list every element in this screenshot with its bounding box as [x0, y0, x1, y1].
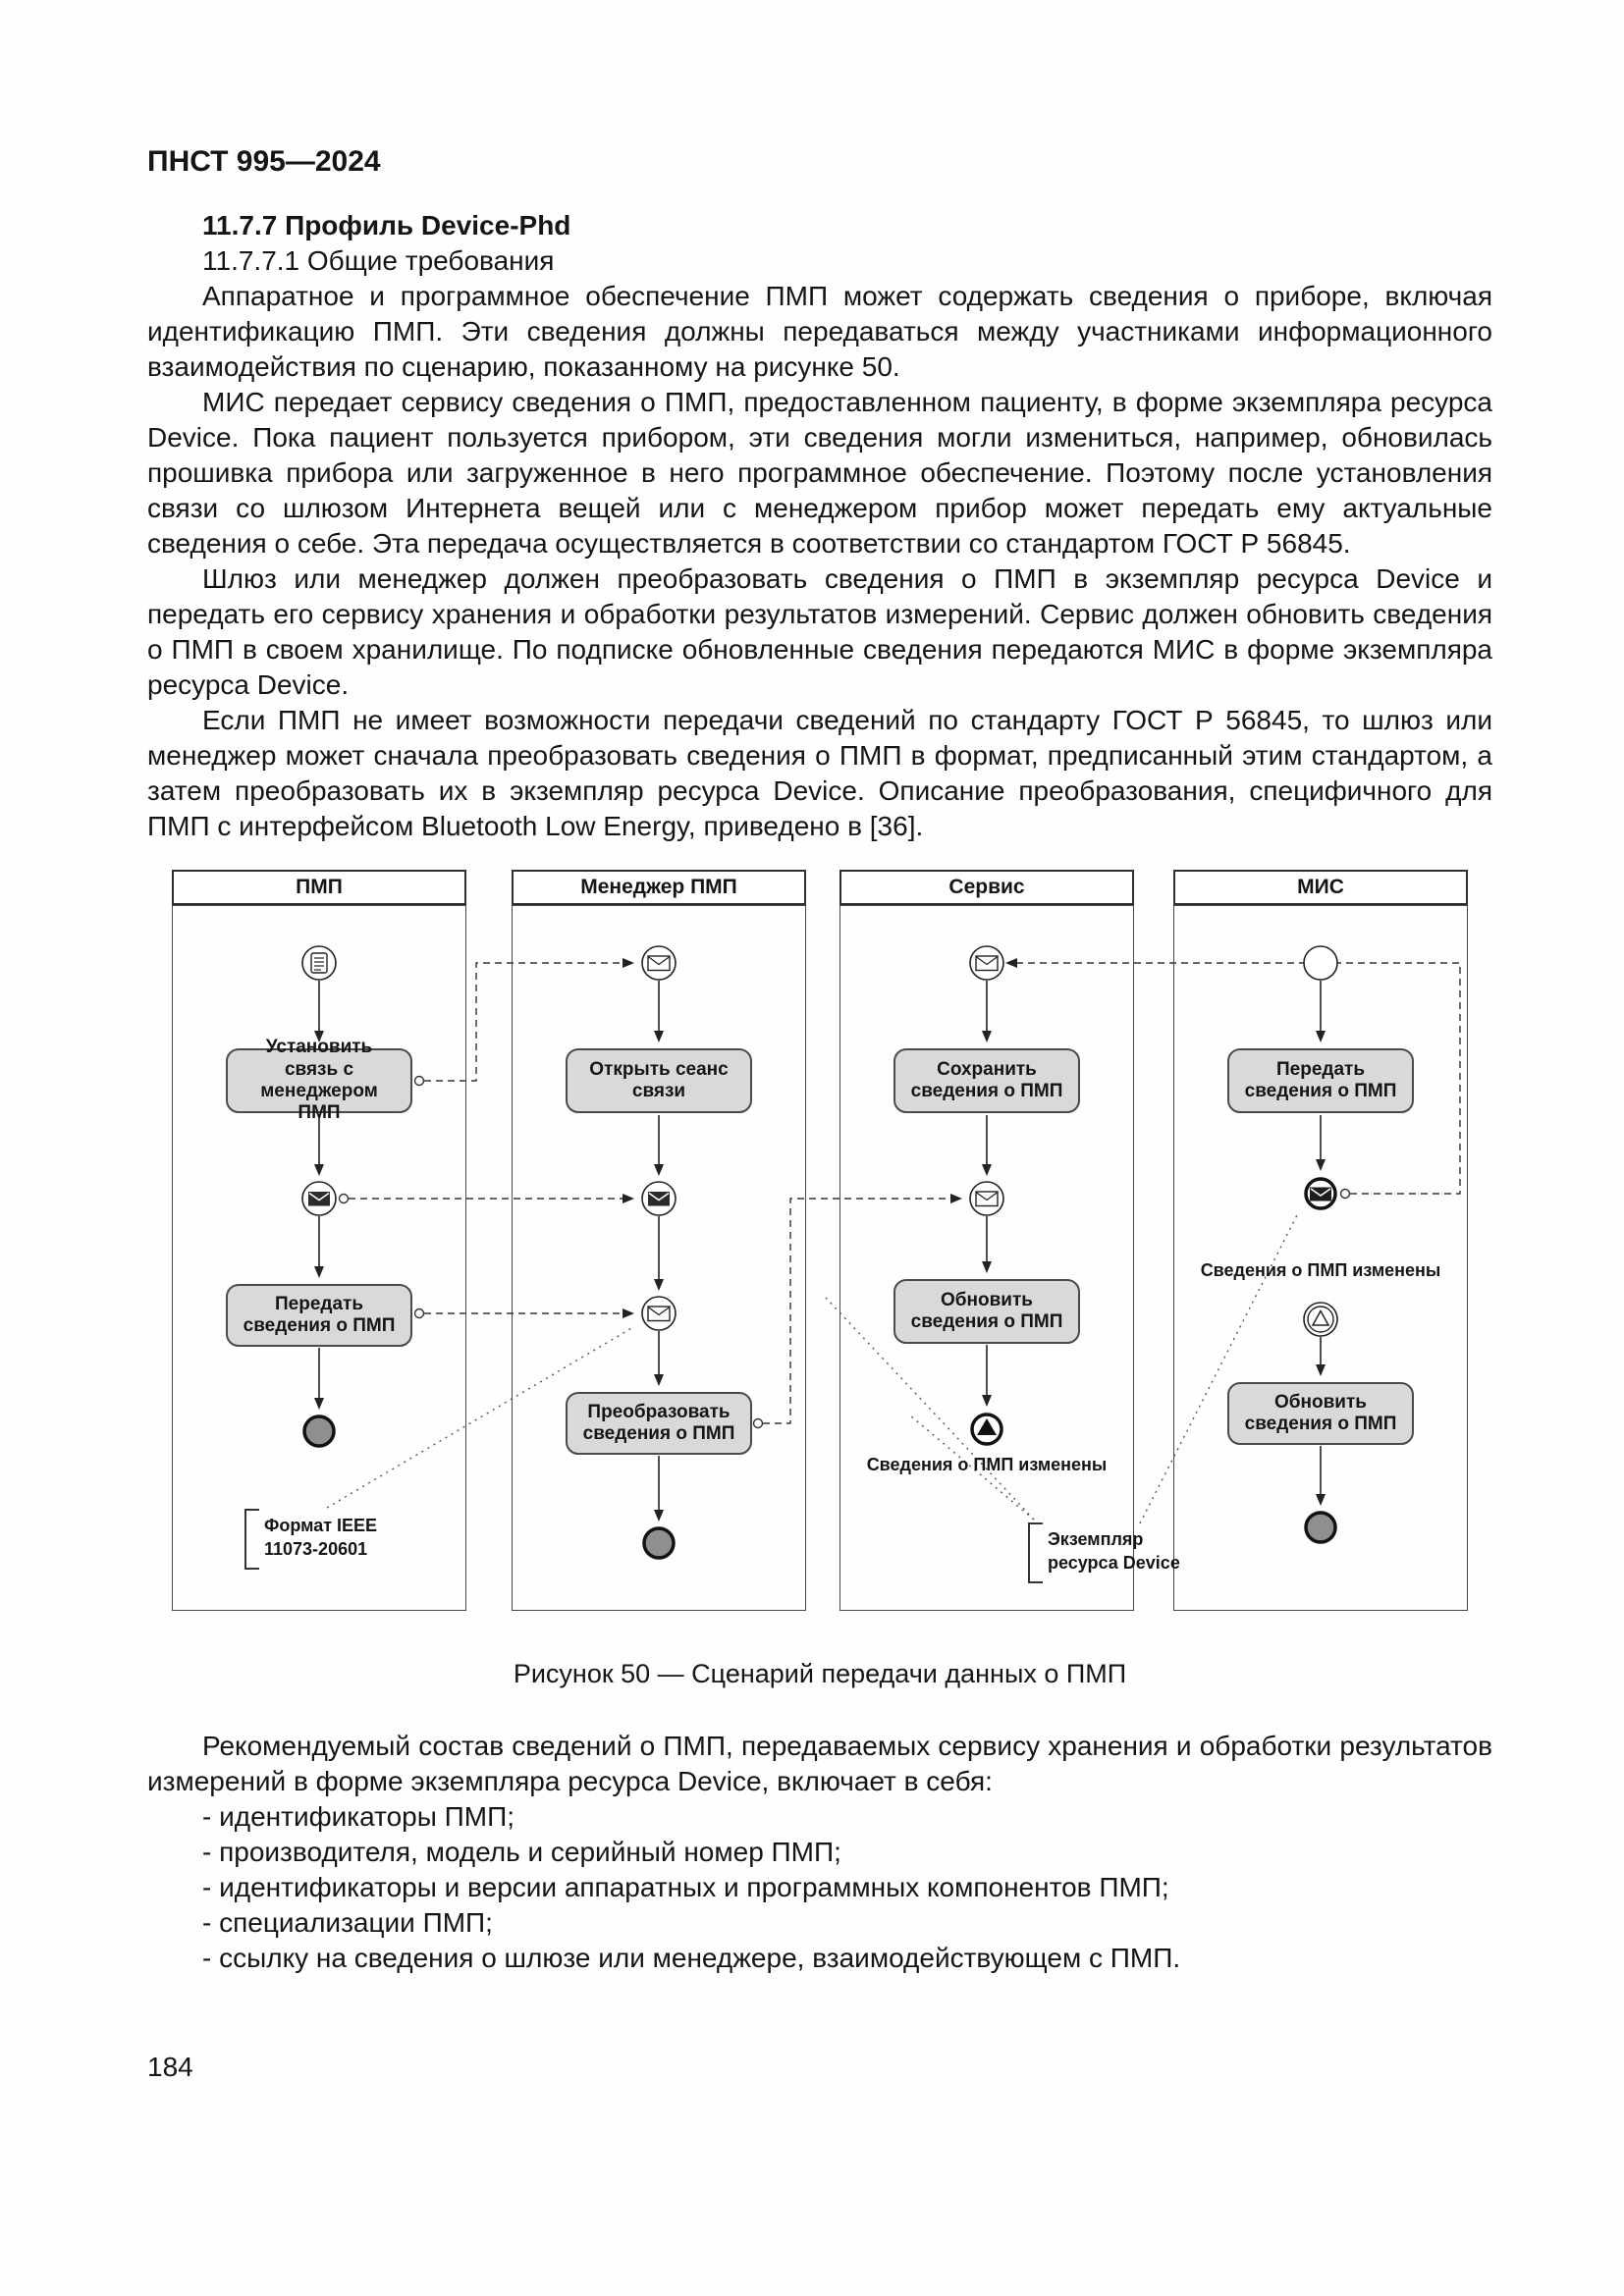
service-message-start-event-icon [969, 945, 1004, 981]
lane-header-pmp: ПМП [172, 870, 466, 905]
task-service-update-info: Обновить сведения о ПМП [893, 1279, 1080, 1344]
pmp-message-event-icon [301, 1181, 337, 1216]
message-flows [349, 958, 1461, 1424]
manager-message-throw-event-icon [641, 1181, 677, 1216]
service-message-catch-event-icon [969, 1181, 1004, 1216]
annotation-device-resource: Экземпляр ресурса Device [1048, 1529, 1180, 1573]
page-number: 184 [147, 2052, 193, 2082]
list-item-3: - идентификаторы и версии аппаратных и п… [202, 1872, 1169, 1902]
lane-pmp [172, 905, 466, 1611]
lane-header-service: Сервис [839, 870, 1134, 905]
bpmn-diagram: ПМП Менеджер ПМП Сервис МИС [162, 870, 1478, 1626]
task-manager-transform: Преобразовать сведения о ПМП [566, 1392, 752, 1455]
paragraph-1: Аппаратное и программное обеспечение ПМП… [147, 281, 1492, 382]
subsection-heading: 11.7.7.1 Общие требования [202, 245, 555, 276]
paragraph-4: Если ПМП не имеет возможности передачи с… [147, 705, 1492, 841]
task-mis-update-info: Обновить сведения о ПМП [1227, 1382, 1414, 1445]
task-service-save-info: Сохранить сведения о ПМП [893, 1048, 1080, 1113]
task-mis-send-info: Передать сведения о ПМП [1227, 1048, 1414, 1113]
pmp-end-event-icon [302, 1415, 336, 1448]
lane-header-mis: МИС [1173, 870, 1468, 905]
paragraph-2: МИС передает сервису сведения о ПМП, пре… [147, 387, 1492, 559]
annotation-ieee-format: Формат IEEE 11073-20601 [264, 1516, 378, 1559]
manager-message-start-event-icon [641, 945, 677, 981]
figure-50: ПМП Менеджер ПМП Сервис МИС [147, 870, 1492, 1689]
mis-start-event-icon [1303, 945, 1338, 981]
mis-signal-catch-event-icon [1303, 1302, 1338, 1337]
manager-end-event-icon [642, 1526, 676, 1560]
task-pmp-send-info: Передать сведения о ПМП [226, 1284, 412, 1347]
diagram-connectors-and-events [244, 945, 1461, 1583]
list-item-2: - производителя, модель и серийный номер… [202, 1837, 841, 1867]
lane-service [839, 905, 1134, 1611]
pmp-document-start-event-icon [301, 945, 337, 981]
page-content: ПНСТ 995—2024 11.7.7 Профиль Device-Phd … [147, 145, 1492, 1976]
annotation-links [326, 1210, 1300, 1524]
lane-mis [1173, 905, 1468, 1611]
mis-message-end-event-icon [1304, 1177, 1337, 1210]
message-flow-source-dots [338, 1075, 1351, 1429]
list-item-4: - специализации ПМП; [202, 1907, 493, 1938]
list-item-1: - идентификаторы ПМП; [202, 1801, 514, 1832]
annotation-brackets [244, 1509, 1043, 1583]
list-item-5: - ссылку на сведения о шлюзе или менедже… [202, 1943, 1181, 1973]
paragraph-3: Шлюз или менеджер должен преобразовать с… [147, 563, 1492, 700]
task-manager-open-session: Открыть сеанс связи [566, 1048, 752, 1113]
service-signal-label: Сведения о ПМП изменены [866, 1455, 1108, 1474]
service-signal-end-event-icon [970, 1413, 1003, 1446]
lane-manager [512, 905, 806, 1611]
manager-message-catch-event-icon [641, 1296, 677, 1331]
closing-paragraph: Рекомендуемый состав сведений о ПМП, пер… [147, 1731, 1492, 1796]
mis-end-event-icon [1304, 1511, 1337, 1544]
running-header: ПНСТ 995—2024 [147, 145, 381, 178]
section-heading: 11.7.7 Профиль Device-Phd [202, 210, 571, 240]
sequence-flow-arrows [314, 981, 1326, 1522]
task-pmp-connect-manager: Установить связь с менеджером ПМП [226, 1037, 412, 1123]
mis-signal-label: Сведения о ПМП изменены [1200, 1260, 1441, 1280]
figure-caption: Рисунок 50 — Сценарий передачи данных о … [513, 1659, 1127, 1688]
lane-header-manager: Менеджер ПМП [512, 870, 806, 905]
